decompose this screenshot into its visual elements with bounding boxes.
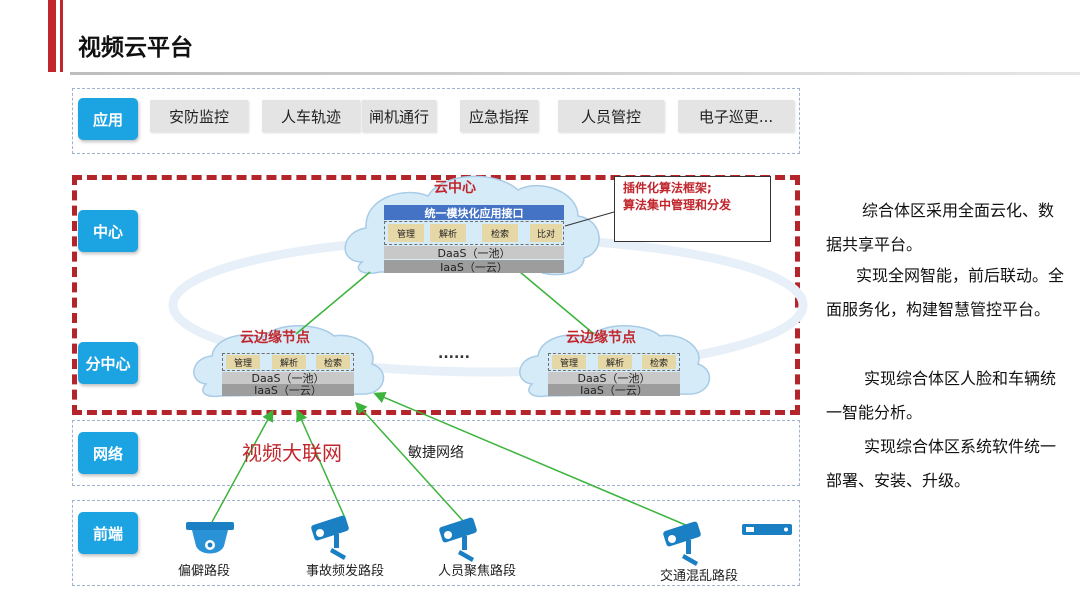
center-daas-bar: DaaS（一池） bbox=[384, 246, 564, 260]
center-iaas-bar: IaaS（一云） bbox=[384, 260, 564, 274]
edge-left-title: 云边缘节点 bbox=[240, 330, 310, 346]
edge-right-module-search: 检索 bbox=[642, 355, 676, 369]
arrow-device-4 bbox=[373, 391, 689, 527]
network-label-video: 视频大联网 bbox=[242, 441, 342, 465]
app-item-gate-access: 闸机通行 bbox=[362, 100, 436, 132]
center-module-box bbox=[384, 221, 564, 245]
arrow-device-2 bbox=[296, 409, 346, 519]
edge-right-daas-bar: DaaS（一池） bbox=[548, 372, 680, 385]
network-layer-band bbox=[72, 420, 800, 486]
link-center-to-right-edge bbox=[519, 271, 595, 335]
center-module-search: 检索 bbox=[482, 224, 518, 242]
title-accent-bar-thin bbox=[60, 0, 63, 72]
algorithm-callout: 插件化算法框架; 算法集中管理和分发 bbox=[614, 176, 771, 242]
edge-left-module-manage: 管理 bbox=[226, 355, 260, 369]
summary-paragraph-1: 综合体区采用全面云化、数据共享平台。 bbox=[826, 201, 1055, 254]
edge-left-module-box bbox=[222, 353, 354, 371]
app-item-emergency-command: 应急指挥 bbox=[460, 100, 538, 132]
arrow-device-3 bbox=[354, 401, 465, 523]
app-item-personnel-control: 人员管控 bbox=[558, 100, 664, 132]
summary-paragraph-2: 实现全网智能，前后联动。全面服务化，构建智慧管控平台。 bbox=[826, 266, 1065, 319]
summary-paragraph-3: 实现综合体区人脸和车辆统一智能分析。 bbox=[826, 369, 1057, 422]
arrow-device-1 bbox=[211, 409, 274, 523]
recorder-device-icon bbox=[742, 524, 792, 535]
bullet-camera-icon-2 bbox=[439, 517, 477, 562]
edge-left-module-search: 检索 bbox=[316, 355, 350, 369]
edge-right-iaas-bar: IaaS（一云） bbox=[548, 384, 680, 397]
layer-label-front: 前端 bbox=[78, 512, 138, 554]
bullet-camera-icon-1 bbox=[311, 515, 349, 560]
app-item-vehicle-track: 人车轨迹 bbox=[262, 100, 360, 132]
callout-line-2: 算法集中管理和分发 bbox=[623, 198, 732, 212]
dome-camera-icon bbox=[186, 522, 234, 554]
unified-interface-bar: 统一模块化应用接口 bbox=[384, 205, 564, 220]
app-item-security-monitoring: 安防监控 bbox=[150, 100, 248, 132]
layer-label-app: 应用 bbox=[78, 98, 138, 140]
center-module-manage: 管理 bbox=[388, 224, 424, 242]
app-item-patrol: 电子巡更... bbox=[678, 100, 794, 132]
edge-left-iaas-bar: IaaS（一云） bbox=[222, 384, 354, 397]
network-label-agile: 敏捷网络 bbox=[408, 445, 464, 461]
page-title: 视频云平台 bbox=[78, 35, 193, 61]
layer-label-center: 中心 bbox=[78, 210, 138, 252]
title-divider bbox=[70, 72, 1080, 75]
edge-right-module-manage: 管理 bbox=[552, 355, 586, 369]
summary-paragraph-4: 实现综合体区系统软件统一部署、安装、升级。 bbox=[826, 437, 1057, 490]
edge-right-title: 云边缘节点 bbox=[566, 330, 636, 346]
title-accent-bar bbox=[48, 0, 56, 72]
link-center-to-left-edge bbox=[295, 271, 371, 335]
layer-label-sub-center: 分中心 bbox=[78, 342, 138, 384]
cloud-center-title: 云中心 bbox=[434, 180, 476, 196]
more-nodes-ellipsis: ...... bbox=[438, 346, 470, 362]
device-label-crowd-road: 人员聚焦路段 bbox=[438, 564, 517, 579]
center-module-compare: 比对 bbox=[530, 224, 562, 242]
device-label-accident-road: 事故频发路段 bbox=[306, 564, 385, 579]
edge-right-module-box bbox=[548, 353, 680, 371]
callout-line-1: 插件化算法框架; bbox=[623, 181, 712, 195]
edge-left-module-parse: 解析 bbox=[272, 355, 306, 369]
bullet-camera-icon-3 bbox=[663, 521, 701, 566]
edge-right-module-parse: 解析 bbox=[598, 355, 632, 369]
device-label-traffic-road: 交通混乱路段 bbox=[660, 569, 739, 584]
layer-label-network: 网络 bbox=[78, 432, 138, 474]
edge-left-daas-bar: DaaS（一池） bbox=[222, 372, 354, 385]
center-module-parse: 解析 bbox=[430, 224, 466, 242]
callout-pointer bbox=[564, 211, 615, 227]
device-label-remote-road: 偏僻路段 bbox=[178, 564, 231, 579]
